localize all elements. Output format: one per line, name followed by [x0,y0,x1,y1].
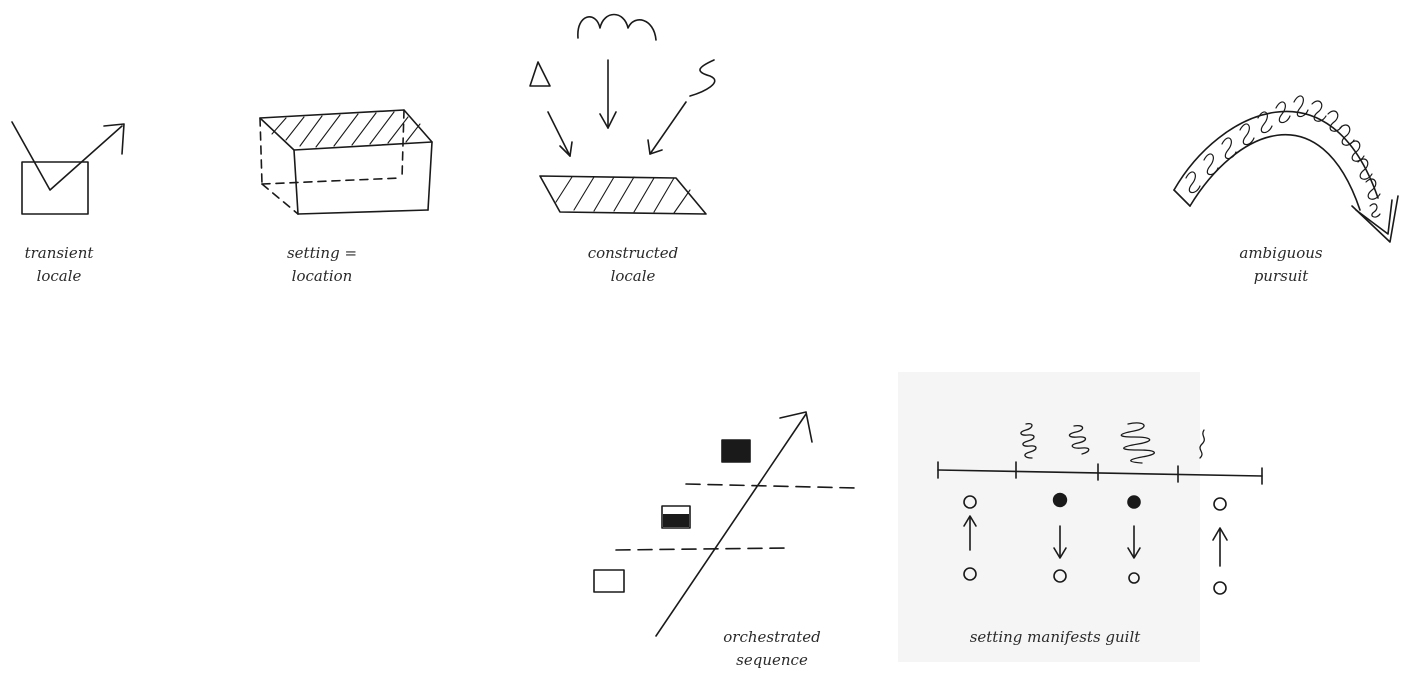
caption-setting-manifests-guilt: setting manifests guilt [950,626,1160,649]
caption-transient-locale: transient locale [14,242,104,288]
caption-ambiguous-pursuit: ambiguous pursuit [1226,242,1336,288]
setting-location-sketch [260,110,432,214]
transient-locale-sketch [12,122,124,214]
caption-line: pursuit [1253,267,1309,285]
constructed-locale-sketch [530,15,715,215]
caption-line: ambiguous [1239,244,1323,262]
setting-manifests-guilt-sketch [938,423,1262,594]
caption-setting-location: setting = location [272,242,372,288]
ambiguous-pursuit-sketch [1174,96,1398,242]
caption-line: orchestrated [723,628,821,646]
caption-line: locale [36,267,82,285]
caption-line: transient [24,244,94,262]
caption-line: constructed [587,244,679,262]
orchestrated-sequence-sketch [594,412,856,636]
scanned-paper-patch [898,372,1200,662]
caption-orchestrated-sequence: orchestrated sequence [712,626,832,672]
caption-line: locale [610,267,656,285]
caption-line: location [291,267,353,285]
caption-constructed-locale: constructed locale [578,242,688,288]
caption-line: sequence [736,651,808,669]
caption-line: setting manifests guilt [969,628,1141,646]
caption-line: setting = [286,244,358,262]
